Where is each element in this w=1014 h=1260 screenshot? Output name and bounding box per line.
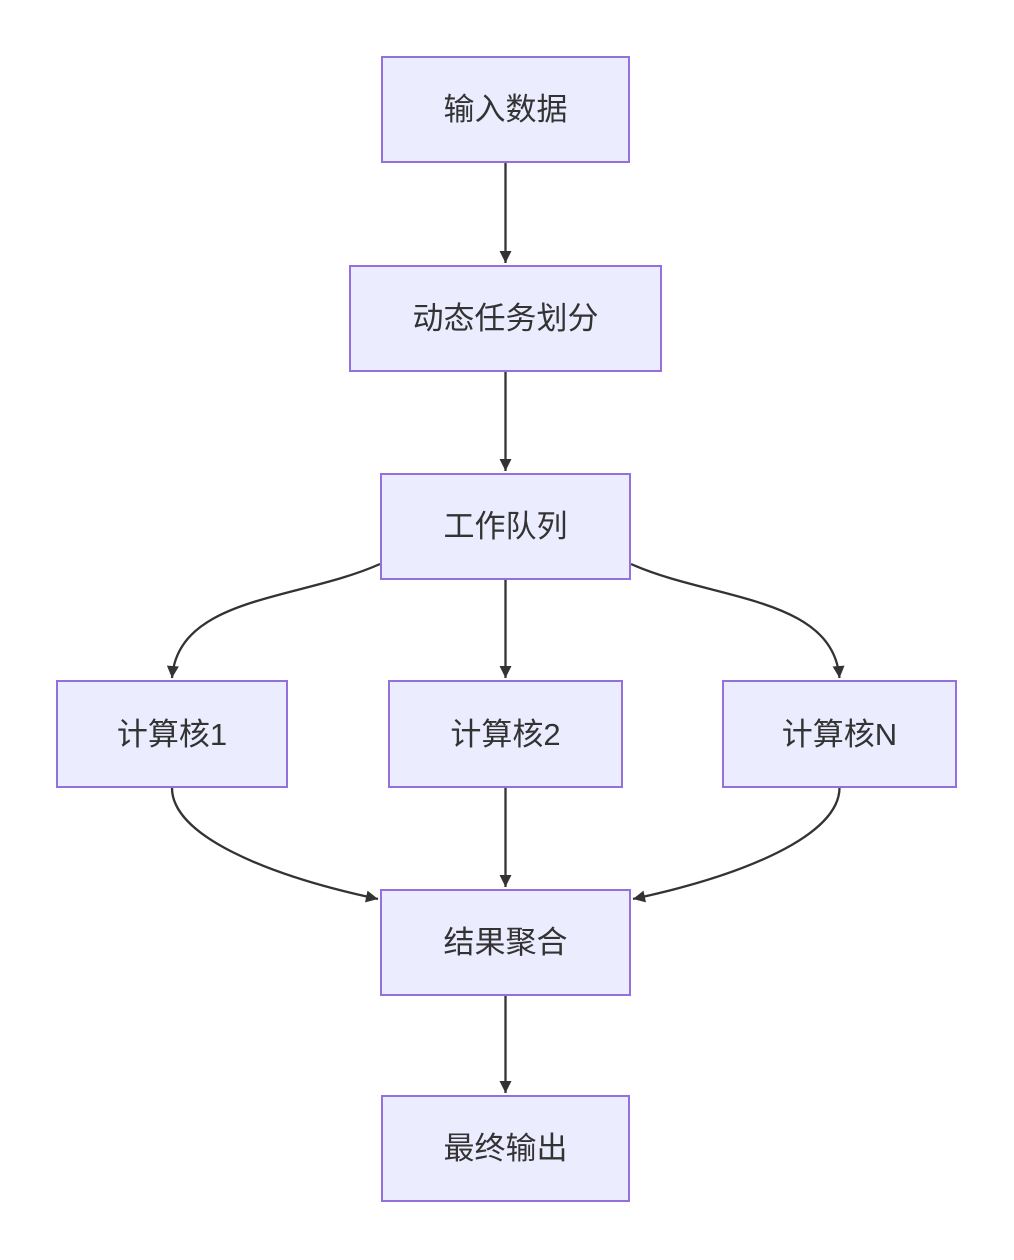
node-compute-core-1: 计算核1	[56, 680, 288, 788]
edge-coreN-to-aggregate	[632, 787, 841, 903]
node-final-output: 最终输出	[381, 1095, 630, 1202]
edge-queue-to-coreN	[630, 562, 845, 679]
node-work-queue: 工作队列	[380, 473, 631, 580]
edge-queue-to-core1	[166, 562, 381, 679]
node-compute-core-1-label: 计算核1	[116, 716, 228, 752]
node-compute-core-n-label: 计算核N	[781, 716, 898, 752]
node-result-aggregation-label: 结果聚合	[443, 925, 568, 960]
node-dynamic-task-partition: 动态任务划分	[349, 265, 662, 372]
node-input-data: 输入数据	[381, 56, 630, 163]
node-compute-core-n: 计算核N	[722, 680, 957, 788]
node-compute-core-2-label: 计算核2	[450, 716, 561, 752]
node-result-aggregation: 结果聚合	[380, 889, 631, 996]
node-dynamic-task-partition-label: 动态任务划分	[412, 301, 599, 336]
node-final-output-label: 最终输出	[443, 1131, 568, 1166]
node-input-data-label: 输入数据	[443, 92, 568, 127]
node-compute-core-2: 计算核2	[388, 680, 623, 788]
node-work-queue-label: 工作队列	[443, 509, 568, 544]
edge-core1-to-aggregate	[170, 787, 379, 903]
